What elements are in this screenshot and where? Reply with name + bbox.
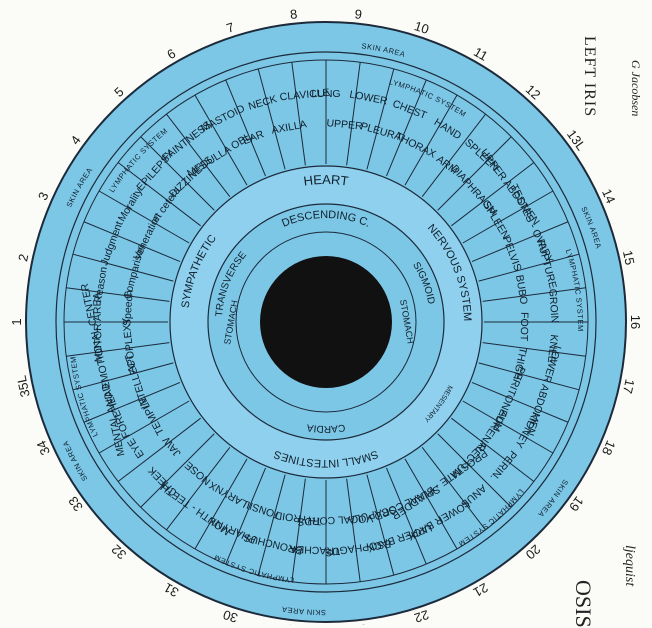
footer-fragment-2: ljequist xyxy=(622,545,637,587)
organ-zone-label: MOTOR AREA xyxy=(91,292,105,362)
zone-divider xyxy=(404,94,458,186)
zone-divider xyxy=(140,433,215,508)
zone-number: 10 xyxy=(412,18,430,37)
zone-number: 21 xyxy=(471,580,491,600)
zone-numbers: 12345678910111213L1415161718192021222329… xyxy=(9,6,643,625)
zone-divider xyxy=(421,447,486,531)
organ-zone-label: GROIN xyxy=(546,288,560,323)
organ-zone-label: Reason xyxy=(92,266,110,304)
zone-number: 6 xyxy=(164,46,178,63)
zone-number: 3 xyxy=(35,190,52,203)
organ-zone-label: KNEE xyxy=(545,334,560,364)
zone-number: 2 xyxy=(15,253,31,263)
footer-fragment-1: OSIS xyxy=(571,580,596,628)
zone-divider xyxy=(482,342,586,357)
zone-number: 18 xyxy=(599,438,619,457)
zone-dividers xyxy=(64,60,588,584)
zone-divider xyxy=(194,94,248,186)
zone-divider xyxy=(83,221,181,262)
heart-label: HEART xyxy=(303,172,350,189)
signature: G Jacobsen xyxy=(629,60,643,117)
zone-number: 17 xyxy=(620,378,638,395)
zone-divider xyxy=(437,136,512,211)
organ-zone-label: VOCAL CORDS xyxy=(297,512,374,528)
zone-number: 22 xyxy=(412,607,430,625)
zone-number: 9 xyxy=(354,6,363,22)
zone-divider xyxy=(117,162,201,227)
zone-number: 34 xyxy=(33,438,53,457)
cardia-label: CARDIA xyxy=(306,421,346,434)
zone-divider xyxy=(83,382,181,423)
zone-divider xyxy=(421,113,486,197)
zone-divider xyxy=(291,62,306,166)
organ-zone-label: CLAVICLE xyxy=(279,87,330,104)
zone-number: 19 xyxy=(566,494,587,515)
zone-divider xyxy=(462,400,554,454)
zone-divider xyxy=(117,417,201,482)
organ-zone-label: FOOT xyxy=(518,312,531,342)
zone-divider xyxy=(66,287,170,302)
zone-number: 14 xyxy=(599,186,619,205)
zone-number: 11 xyxy=(471,44,490,64)
zone-divider xyxy=(66,342,170,357)
zone-divider xyxy=(225,79,266,177)
zone-divider xyxy=(98,400,190,454)
organ-zone-label: Speech xyxy=(121,290,135,327)
organ-zone-label: TRACHEA xyxy=(290,543,341,557)
zone-number: 35L xyxy=(14,374,33,398)
zone-divider xyxy=(225,467,266,565)
zone-number: 33 xyxy=(65,494,86,515)
zone-divider xyxy=(72,362,174,391)
zone-divider xyxy=(437,433,512,508)
zone-divider xyxy=(478,362,580,391)
zone-number: 16 xyxy=(628,315,643,329)
zone-number: 23 xyxy=(350,622,366,625)
zone-number: 15 xyxy=(620,249,638,266)
zone-divider xyxy=(471,382,569,423)
pupil xyxy=(260,256,392,388)
zone-divider xyxy=(471,221,569,262)
zone-divider xyxy=(257,474,286,576)
zone-number: 5 xyxy=(111,84,126,100)
zone-divider xyxy=(140,136,215,211)
zone-divider xyxy=(451,417,535,482)
zone-divider xyxy=(404,458,458,550)
zone-number: 30 xyxy=(221,607,239,625)
zone-divider xyxy=(462,190,554,244)
zone-divider xyxy=(98,190,190,244)
left-iris-title: LEFT IRIS xyxy=(581,36,598,118)
zone-divider xyxy=(366,68,395,170)
zone-divider xyxy=(166,113,231,197)
zone-divider xyxy=(482,287,586,302)
organ-zone-label: UPPER xyxy=(326,117,364,132)
zone-divider xyxy=(478,253,580,282)
zone-number: 8 xyxy=(289,6,298,22)
zone-divider xyxy=(366,474,395,576)
zone-divider xyxy=(194,458,248,550)
zone-divider xyxy=(291,478,306,582)
zone-number: 4 xyxy=(67,133,83,148)
zone-number: 1 xyxy=(9,318,24,325)
zone-divider xyxy=(386,79,427,177)
zone-divider xyxy=(346,478,361,582)
zone-divider xyxy=(166,447,231,531)
zone-number: 29 xyxy=(286,622,302,625)
zone-divider xyxy=(72,253,174,282)
zone-number: 31 xyxy=(161,580,181,600)
zone-number: 7 xyxy=(225,19,237,36)
organ-zone-label: BUBO xyxy=(513,274,530,305)
zone-divider xyxy=(257,68,286,170)
zone-divider xyxy=(346,62,361,166)
zone-divider xyxy=(451,162,535,227)
organ-zone-label: LUNG xyxy=(311,88,340,100)
zone-divider xyxy=(386,467,427,565)
